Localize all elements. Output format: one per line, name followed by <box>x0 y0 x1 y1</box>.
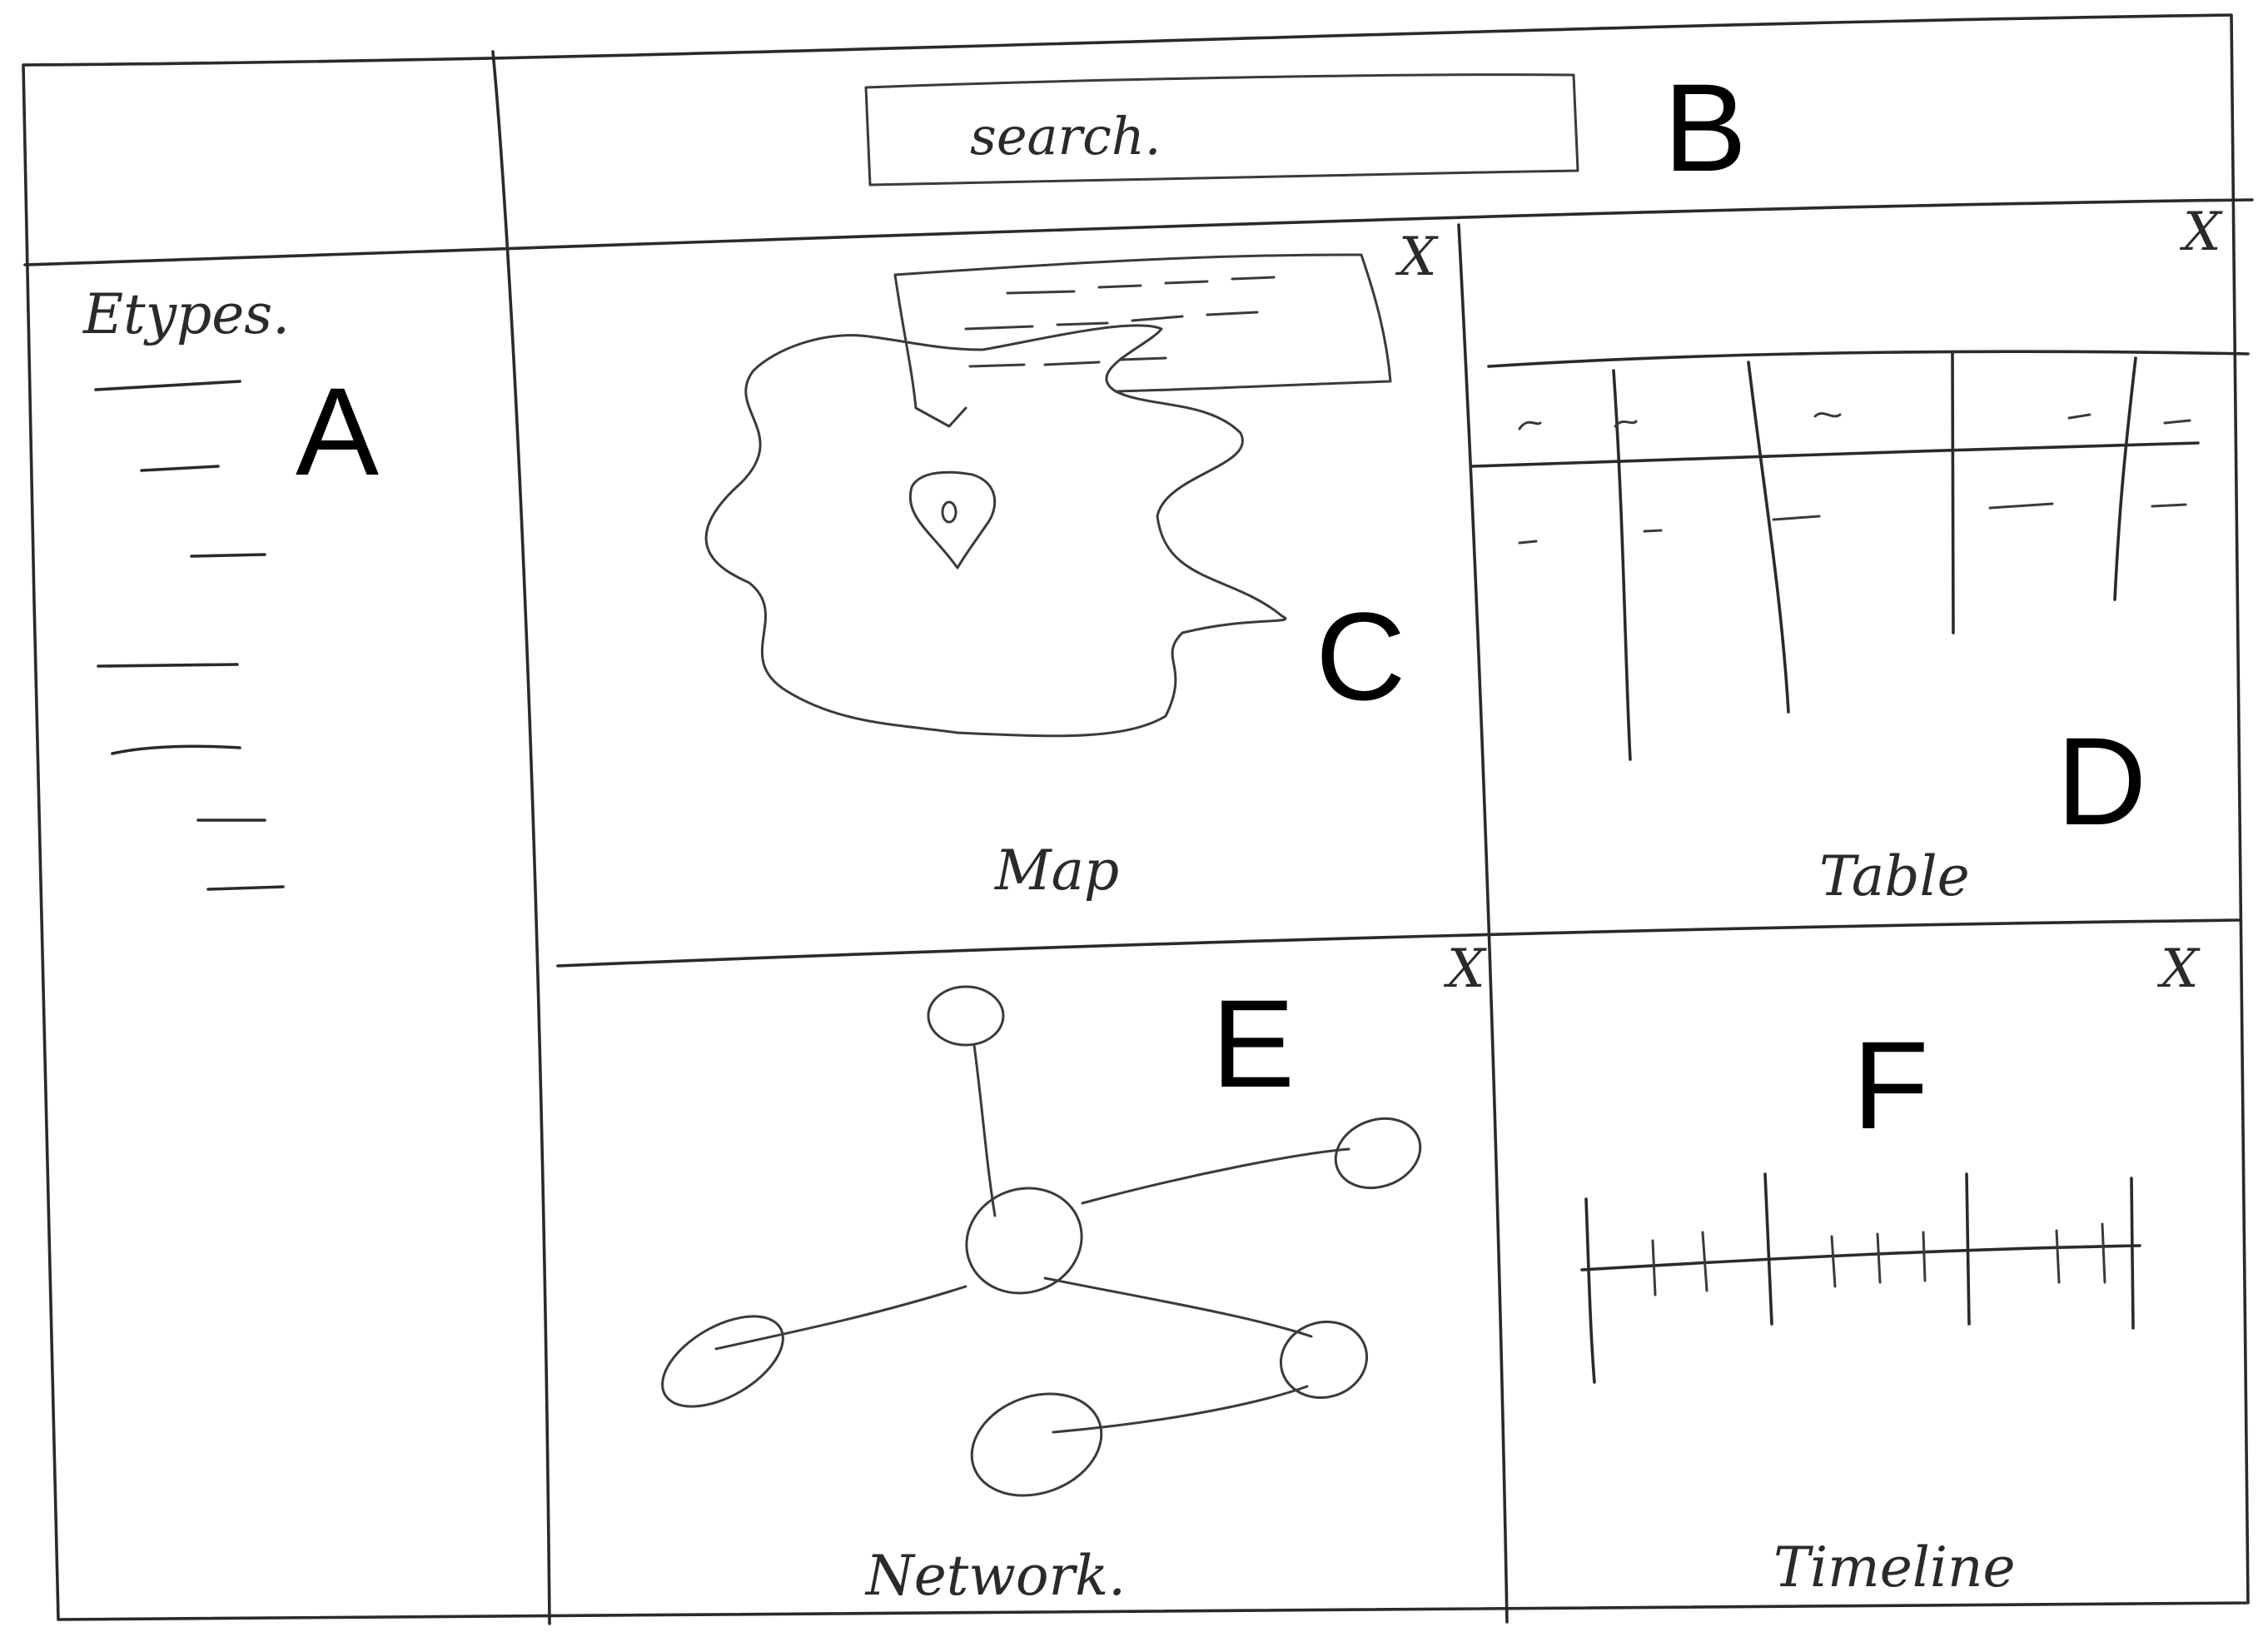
header-divider <box>23 198 2254 266</box>
panel-caption-network: Network. <box>864 1544 1126 1608</box>
outer-frame <box>22 13 2250 1621</box>
network-edge <box>1043 1276 1313 1338</box>
list-item <box>140 465 220 472</box>
table-panel: X D Table <box>1470 202 2250 908</box>
table-cell <box>1518 502 2187 545</box>
network-edge <box>714 1285 967 1351</box>
popup-text-line <box>968 356 1167 368</box>
table-header-cell <box>1518 411 2191 430</box>
popup-text-line <box>1006 276 1276 295</box>
network-node <box>1334 1117 1422 1190</box>
timeline-major-tick <box>1965 1172 1971 1326</box>
sidebar-divider <box>491 50 551 1625</box>
list-item <box>206 885 285 891</box>
timeline-major-tick <box>1584 1197 1596 1384</box>
map-panel: X C Map <box>704 226 1439 903</box>
timeline-major-tick <box>1763 1172 1773 1326</box>
table-header-line <box>1470 441 2200 468</box>
table-column-line <box>1951 352 1955 634</box>
vertical-divider <box>1457 223 1509 1624</box>
timeline-major-tick <box>2130 1177 2135 1330</box>
panel-caption-timeline: Timeline <box>1773 1535 2016 1600</box>
map-pin-icon <box>908 470 997 570</box>
network-node <box>965 1187 1083 1295</box>
timeline-axis <box>1580 1244 2141 1271</box>
label-f: F <box>1853 1015 1929 1155</box>
sidebar-heading: Etypes. <box>82 282 290 346</box>
network-node <box>927 985 1005 1047</box>
label-d: D <box>2057 711 2146 851</box>
network-edge <box>1052 1385 1309 1434</box>
list-item <box>97 663 239 668</box>
table-column-line <box>1612 369 1632 761</box>
close-icon[interactable]: X <box>1443 938 1487 1000</box>
popup-text-line <box>964 311 1259 331</box>
close-icon[interactable]: X <box>1395 226 1439 288</box>
network-node <box>1279 1320 1369 1400</box>
search-input[interactable]: search. <box>864 73 1579 187</box>
network-edge <box>972 1043 997 1217</box>
label-b: B <box>1664 57 1747 197</box>
timeline-panel: X F Timeline <box>1580 938 2201 1600</box>
label-a: A <box>296 361 379 501</box>
map-popup <box>893 253 1392 428</box>
table-column-line <box>2113 356 2137 601</box>
list-item <box>94 380 241 391</box>
network-node <box>970 1392 1103 1497</box>
network-panel: X E Network. <box>661 938 1487 1608</box>
map-shape <box>704 324 1287 738</box>
table-top-line <box>1487 350 2250 368</box>
network-edge <box>1081 1147 1350 1205</box>
timeline-minor-tick <box>1651 1222 2106 1296</box>
list-item <box>111 744 241 755</box>
network-node <box>661 1315 784 1408</box>
panel-caption-map: Map <box>994 838 1119 903</box>
close-icon[interactable]: X <box>2156 938 2201 1000</box>
label-e: E <box>1211 973 1295 1113</box>
list-item <box>190 553 266 558</box>
horizontal-divider <box>556 918 2241 968</box>
search-placeholder: search. <box>970 106 1161 167</box>
close-icon[interactable]: X <box>2179 202 2223 263</box>
panel-caption-table: Table <box>1819 844 1970 908</box>
label-c: C <box>1316 586 1405 726</box>
sidebar-entity-list <box>94 380 285 891</box>
table-column-line <box>1747 361 1790 714</box>
